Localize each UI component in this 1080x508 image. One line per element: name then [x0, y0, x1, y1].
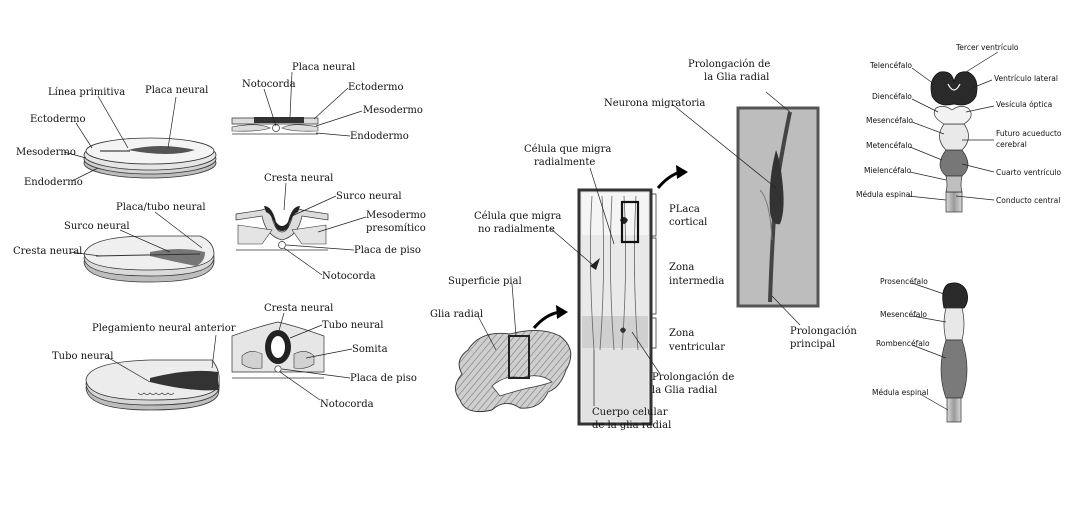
label-glia-process-1: Prolongación de: [652, 372, 734, 383]
brain-slice-radial-glia: [455, 330, 572, 413]
neuron-zoom-panel: [736, 106, 820, 308]
label-s3-floor-plate: Placa de piso: [350, 373, 417, 384]
label-diencephalon: Diencéfalo: [872, 92, 912, 101]
label-central-canal: Conducto central: [996, 196, 1060, 205]
section-neural-plate: [231, 117, 319, 135]
label-s1-mesoderm: Mesodermo: [363, 105, 423, 116]
zoom-arrow-2-head: [676, 165, 688, 179]
brain-five-vesicles: [930, 71, 978, 213]
label-endoderm: Endodermo: [24, 177, 83, 188]
brain-three-vesicles: [940, 282, 968, 423]
label-migrating-neuron: Neurona migratoria: [604, 98, 705, 109]
label-neural-crest: Cresta neural: [13, 246, 82, 257]
label-anterior-fold: Plegamiento neural anterior: [92, 323, 236, 334]
label-cortical-plate-2: cortical: [669, 217, 707, 228]
label-glia-top-2: la Glia radial: [704, 72, 769, 83]
label-neural-plate: Placa neural: [145, 85, 208, 96]
label-b3-spinal-cord: Médula espinal: [872, 388, 928, 397]
label-nonradial-cell-2: no radialmente: [478, 224, 555, 235]
label-s2-notochord: Notocorda: [322, 271, 376, 282]
label-rhombencephalon: Rombencéfalo: [876, 339, 930, 348]
label-spinal-cord: Médula espinal: [856, 190, 912, 199]
label-prosencephalon: Prosencéfalo: [880, 277, 928, 286]
label-intermediate-zone-1: Zona: [669, 262, 694, 273]
label-s3-notochord: Notocorda: [320, 399, 374, 410]
label-cortical-plate-1: PLaca: [669, 204, 700, 215]
label-intermediate-zone-2: intermedia: [669, 276, 724, 287]
label-telencephalon: Telencéfalo: [869, 61, 912, 70]
label-s3-somite: Somita: [352, 344, 388, 355]
label-lateral-ventricle: Ventrículo lateral: [994, 74, 1058, 83]
label-s3-neural-tube: Tubo neural: [322, 320, 383, 331]
label-nonradial-cell-1: Célula que migra: [474, 211, 561, 222]
label-s2-neural-groove: Surco neural: [336, 191, 402, 202]
label-aqueduct-2: cerebral: [996, 140, 1027, 149]
label-main-process-2: principal: [790, 339, 835, 350]
label-s1-notochord: Notocorda: [242, 79, 296, 90]
label-neural-groove: Surco neural: [64, 221, 130, 232]
label-cell-body-1: Cuerpo celular: [592, 407, 668, 418]
label-third-ventricle: Tercer ventrículo: [955, 43, 1019, 52]
label-optic-vesicle: Vesícula óptica: [996, 100, 1052, 109]
label-ventricular-zone-1: Zona: [669, 328, 694, 339]
label-cell-body-2: de la glia radial: [592, 420, 671, 431]
label-s2-neural-crest: Cresta neural: [264, 173, 333, 184]
label-myelencephalon: Mielencéfalo: [864, 166, 912, 175]
label-primitive-streak: Línea primitiva: [48, 87, 125, 98]
label-ventricular-zone-2: ventricular: [668, 342, 725, 353]
label-s2-presomitic-1: Mesodermo: [366, 210, 426, 221]
label-s1-neural-plate: Placa neural: [292, 62, 355, 73]
label-pial-surface: Superficie pial: [448, 276, 522, 287]
label-s1-endoderm: Endodermo: [350, 131, 409, 142]
label-glia-top-1: Prolongación de: [688, 59, 770, 70]
labels-sections: Placa neural Notocorda Ectodermo Mesoder…: [242, 62, 426, 410]
label-s1-ectoderm: Ectodermo: [348, 82, 404, 93]
labels-migration: Superficie pial Glia radial Célula que m…: [430, 59, 857, 431]
zoom-arrow-1: [532, 310, 561, 329]
embryo-neural-plate: [83, 137, 217, 179]
labels-brain3: Prosencéfalo Mesencéfalo Rombencéfalo Mé…: [872, 277, 930, 397]
label-main-process-1: Prolongación: [790, 326, 857, 337]
label-aqueduct-1: Futuro acueducto: [996, 129, 1062, 138]
embryo-neural-tube: [85, 359, 220, 411]
label-ectoderm: Ectodermo: [30, 114, 86, 125]
section-neural-groove: [235, 206, 329, 251]
labels-brain5: Tercer ventrículo Telencéfalo Ventrículo…: [856, 43, 1062, 205]
label-radial-cell-2: radialmente: [534, 157, 595, 168]
label-s3-neural-crest: Cresta neural: [264, 303, 333, 314]
section-neural-tube: [231, 321, 325, 379]
label-neural-tube: Tubo neural: [52, 351, 113, 362]
label-glia-process-2: la Glia radial: [652, 385, 717, 396]
embryo-neural-groove: [83, 235, 215, 283]
label-fourth-ventricle: Cuarto ventrículo: [996, 168, 1061, 177]
zone-brackets: [652, 193, 657, 349]
zoom-arrow-1-head: [556, 305, 568, 319]
label-b3-mesencephalon: Mesencéfalo: [880, 310, 927, 319]
label-mesencephalon: Mesencéfalo: [866, 116, 913, 125]
label-mesoderm: Mesodermo: [16, 147, 76, 158]
label-s2-floor-plate: Placa de piso: [354, 245, 421, 256]
label-radial-glia: Glia radial: [430, 309, 483, 320]
cortex-panel: [577, 188, 653, 426]
label-radial-cell-1: Célula que migra: [524, 144, 611, 155]
labels-embryos: Línea primitiva Placa neural Ectodermo M…: [13, 85, 236, 362]
label-s2-presomitic-2: presomítico: [366, 223, 426, 234]
label-plate-tube: Placa/tubo neural: [116, 202, 206, 213]
label-metencephalon: Metencéfalo: [866, 141, 912, 150]
leader-lines: [63, 51, 999, 411]
